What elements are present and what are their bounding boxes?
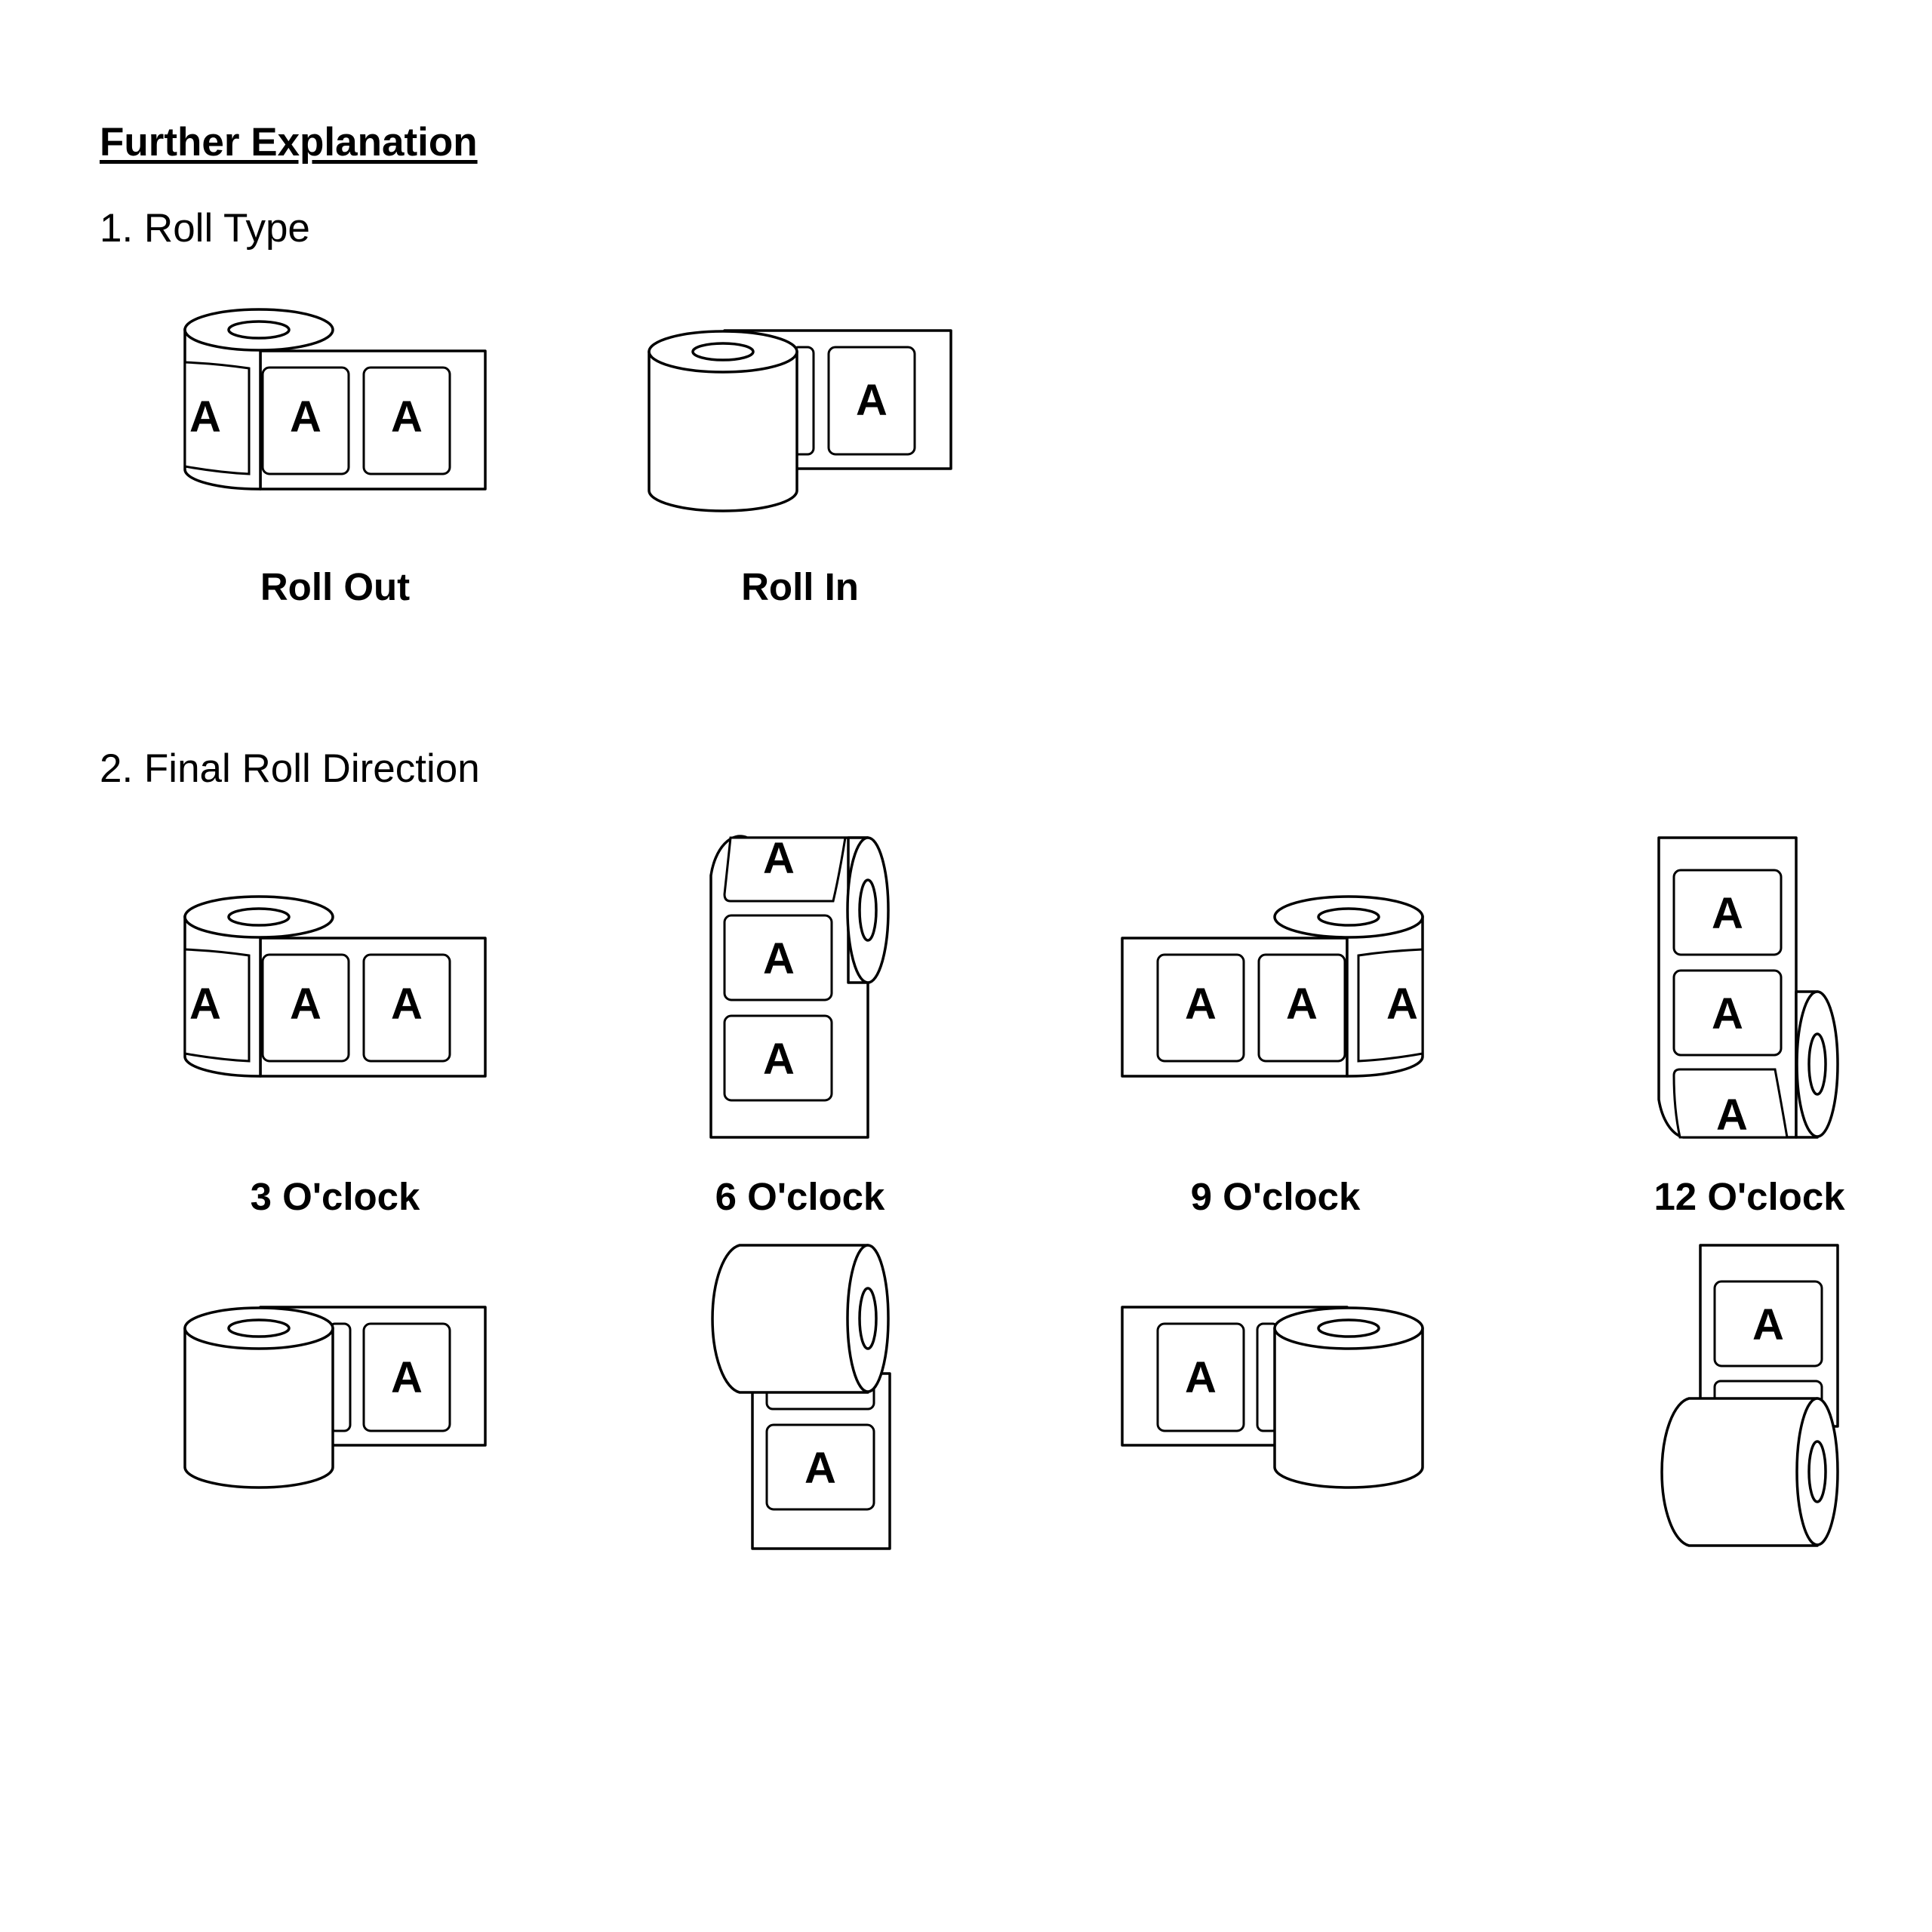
label-letter: A xyxy=(763,934,795,983)
label-letter: A xyxy=(1286,980,1318,1029)
section-title-final-roll-direction: 2. Final Roll Direction xyxy=(100,746,480,791)
label-letter: A xyxy=(1386,980,1418,1029)
label-letter: A xyxy=(391,980,423,1029)
label-letter: A xyxy=(856,376,888,425)
caption-9-oclock: 9 O'clock xyxy=(1190,1175,1361,1218)
label-letter: A xyxy=(189,980,221,1029)
label-letter: A xyxy=(189,392,221,441)
roll-in-diagram: A xyxy=(648,329,952,512)
diagram-12-oclock-in: A xyxy=(1660,1244,1839,1547)
label-letter: A xyxy=(1712,889,1743,938)
caption-roll-in: Roll In xyxy=(741,565,859,608)
diagram-3-oclock-in: A xyxy=(183,1306,487,1489)
label-letter: A xyxy=(1712,989,1743,1038)
label-letter: A xyxy=(1185,980,1217,1029)
label-letter: A xyxy=(1716,1091,1748,1140)
label-letter: A xyxy=(290,392,321,441)
label-letter: A xyxy=(391,392,423,441)
diagram-6-oclock-in: A xyxy=(711,1244,891,1550)
caption-3-oclock: 3 O'clock xyxy=(250,1175,420,1218)
caption-roll-out: Roll Out xyxy=(260,565,411,608)
diagram-9-oclock-out: A A A xyxy=(1121,895,1424,1078)
section-title-roll-type: 1. Roll Type xyxy=(100,206,310,251)
diagram-3-oclock-out: A A A xyxy=(183,895,487,1078)
roll-out-diagram: A A A xyxy=(183,308,487,491)
caption-6-oclock: 6 O'clock xyxy=(715,1175,885,1218)
label-letter: A xyxy=(763,1035,795,1084)
label-letter: A xyxy=(391,1353,423,1402)
diagram-9-oclock-in: A xyxy=(1121,1306,1424,1489)
page-heading: Further Explanation xyxy=(100,120,478,165)
label-letter: A xyxy=(1752,1300,1784,1349)
caption-12-oclock: 12 O'clock xyxy=(1654,1175,1845,1218)
label-letter: A xyxy=(763,834,795,883)
diagram-6-oclock-out: A A A xyxy=(709,834,890,1139)
label-letter: A xyxy=(1185,1353,1217,1402)
label-letter: A xyxy=(290,980,321,1029)
label-letter: A xyxy=(804,1444,836,1493)
diagram-12-oclock-out: A A A xyxy=(1657,836,1839,1140)
